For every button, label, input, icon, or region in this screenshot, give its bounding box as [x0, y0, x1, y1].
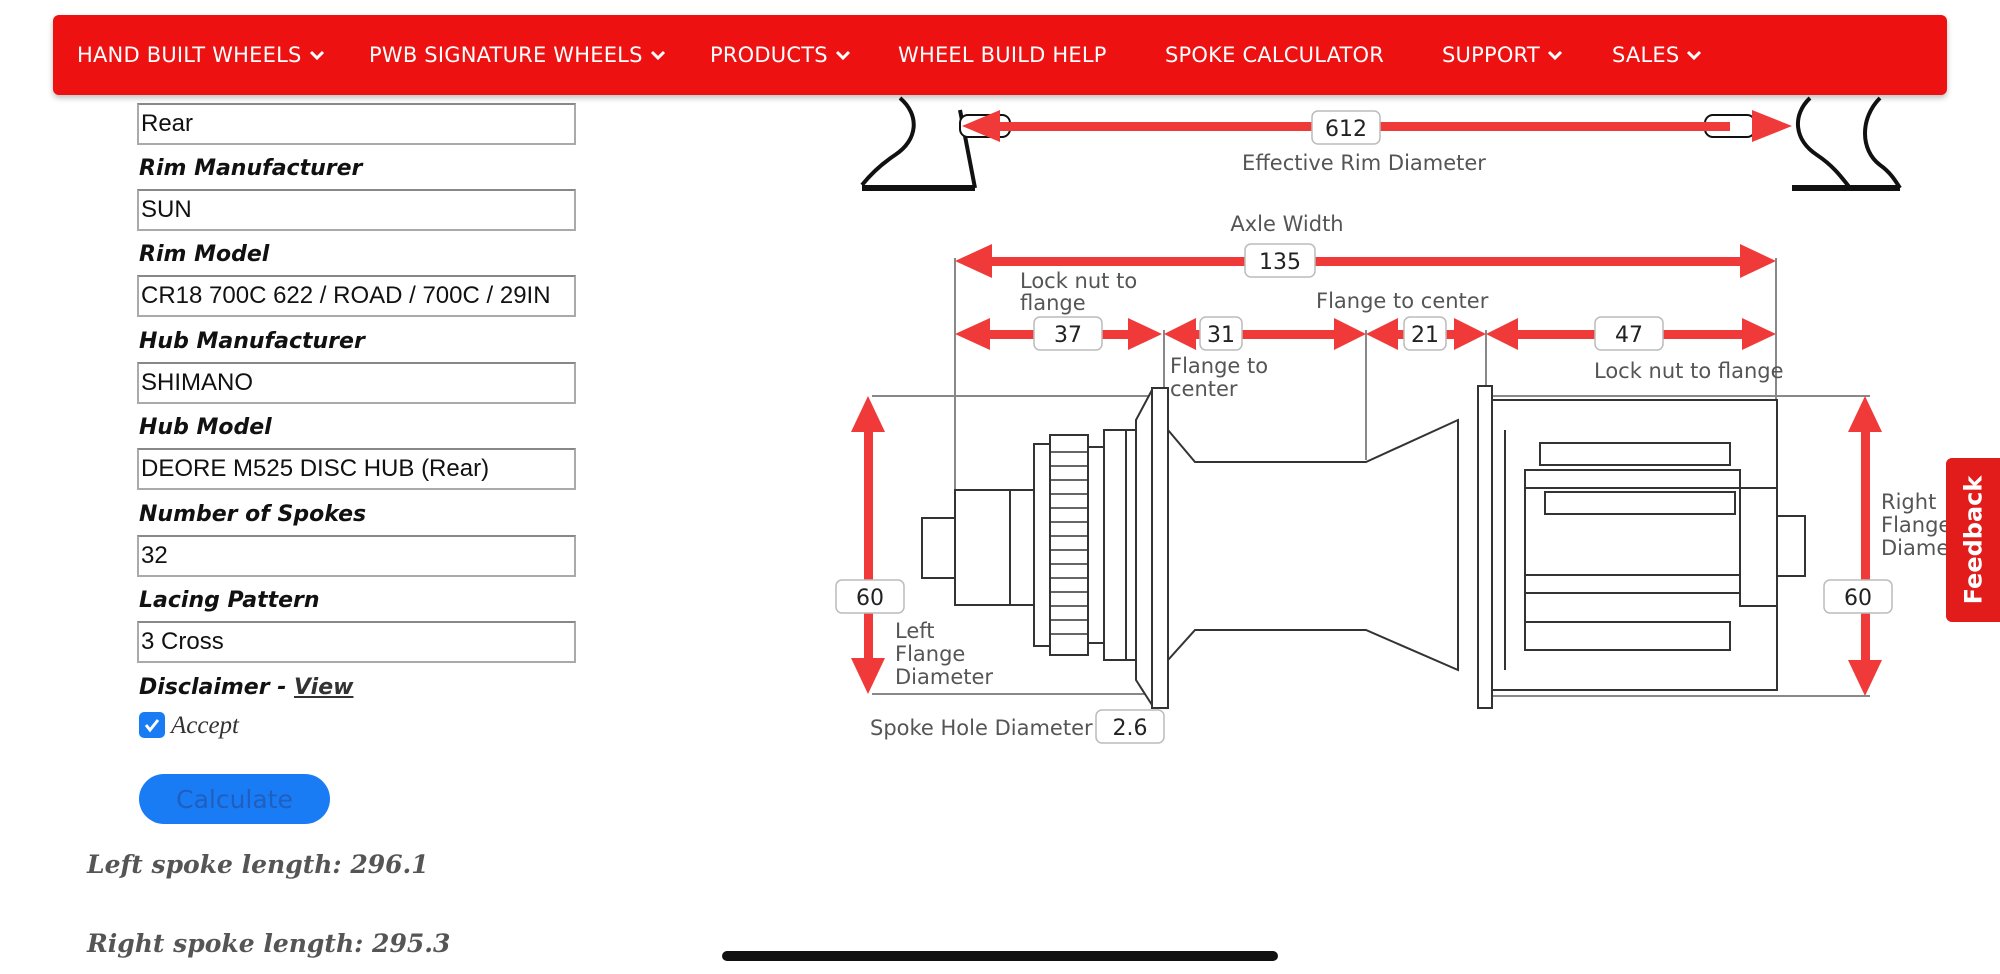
left-flange-diameter-label-line1: Left: [895, 619, 935, 643]
left-locknut-value: 37: [1054, 323, 1082, 348]
wheel-position-field[interactable]: Rear: [137, 103, 576, 145]
hub-model-field[interactable]: DEORE M525 DISC HUB (Rear): [137, 448, 576, 490]
dimension-row-arrows: [955, 318, 1776, 350]
guide-lines: [872, 258, 1870, 697]
disclaimer-label: Disclaimer - View: [139, 675, 353, 700]
spoke-hole-diameter-label: Spoke Hole Diameter: [870, 716, 1093, 740]
hub-manufacturer-label: Hub Manufacturer: [139, 329, 365, 354]
left-locknut-label-line1: Lock nut to: [1020, 269, 1137, 293]
feedback-label: Feedback: [1959, 475, 1987, 605]
accept-label: Accept: [171, 712, 240, 739]
nav-label: SALES: [1612, 43, 1680, 67]
nav-support[interactable]: SUPPORT: [1442, 15, 1564, 95]
axle-width-arrow: [955, 244, 1776, 278]
number-of-spokes-field[interactable]: 32: [137, 535, 576, 577]
right-locknut-value-box: [1594, 316, 1664, 351]
left-flange-center-label-line2: center: [1170, 377, 1238, 401]
feedback-tab[interactable]: Feedback: [1946, 458, 2000, 622]
left-flange-center-label-line1: Flange to: [1170, 354, 1268, 378]
right-flange-diameter-value: 60: [1844, 586, 1872, 611]
chevron-down-icon: [308, 46, 326, 64]
nav-pwb-signature-wheels[interactable]: PWB SIGNATURE WHEELS: [369, 15, 667, 95]
nav-label: WHEEL BUILD HELP: [898, 43, 1107, 67]
right-flange-center-label: Flange to center: [1316, 289, 1489, 313]
chevron-down-icon: [1546, 46, 1564, 64]
rim-model-label: Rim Model: [139, 242, 270, 267]
rim-manufacturer-label: Rim Manufacturer: [139, 156, 363, 181]
right-spoke-length: Right spoke length: 295.3: [87, 929, 451, 958]
nav-label: HAND BUILT WHEELS: [77, 43, 302, 67]
erd-value-box: [1311, 110, 1381, 145]
nav-wheel-build-help[interactable]: WHEEL BUILD HELP: [898, 15, 1107, 95]
home-indicator: [722, 951, 1278, 961]
chevron-down-icon: [649, 46, 667, 64]
hub-model-label: Hub Model: [139, 415, 272, 440]
lacing-pattern-field[interactable]: 3 Cross: [137, 621, 576, 663]
right-locknut-label: Lock nut to flange: [1594, 359, 1784, 383]
left-flange-diameter-label-line3: Diameter: [895, 665, 993, 689]
accept-checkbox[interactable]: [139, 712, 165, 738]
left-locknut-value-box: [1033, 316, 1103, 351]
rim-model-field[interactable]: CR18 700C 622 / ROAD / 700C / 29IN: [137, 275, 576, 317]
rim-section: [860, 96, 1902, 191]
erd-label: Effective Rim Diameter: [1242, 151, 1486, 175]
left-flange-center-value-box: [1199, 316, 1243, 351]
hub-body: [921, 385, 1806, 709]
disclaimer-text: Disclaimer -: [139, 675, 295, 700]
calculate-button[interactable]: Calculate: [139, 774, 330, 824]
nav-sales[interactable]: SALES: [1612, 15, 1703, 95]
main-nav: HAND BUILT WHEELS PWB SIGNATURE WHEELS P…: [53, 15, 1947, 95]
right-flange-center-value-box: [1403, 316, 1447, 351]
left-locknut-label-line2: flange: [1020, 291, 1086, 315]
erd-value: 612: [1325, 117, 1367, 142]
spoke-hole-diameter-value: 2.6: [1113, 716, 1148, 741]
right-flange-diameter-arrow: [1848, 396, 1882, 696]
nav-label: SPOKE CALCULATOR: [1165, 43, 1385, 67]
checkmark-icon: [144, 719, 160, 733]
nav-label: PWB SIGNATURE WHEELS: [369, 43, 643, 67]
left-spoke-length: Left spoke length: 296.1: [87, 850, 429, 879]
left-flange-diameter-arrow: [851, 396, 885, 694]
right-flange-diameter-label-line2: Flange: [1881, 513, 1951, 537]
nav-hand-built-wheels[interactable]: HAND BUILT WHEELS: [77, 15, 326, 95]
spoke-hole-diameter-value-box: [1095, 709, 1165, 744]
right-flange-diameter-value-box: [1823, 579, 1893, 614]
nav-products[interactable]: PRODUCTS: [710, 15, 852, 95]
axle-width-label: Axle Width: [1230, 212, 1343, 236]
axle-width-value-box: [1244, 243, 1316, 278]
nav-label: PRODUCTS: [710, 43, 828, 67]
rotor-splines: [1050, 451, 1088, 635]
number-of-spokes-label: Number of Spokes: [139, 502, 367, 527]
lacing-pattern-label: Lacing Pattern: [139, 588, 320, 613]
erd-arrow: [962, 110, 1792, 142]
hub-manufacturer-field[interactable]: SHIMANO: [137, 362, 576, 404]
left-flange-diameter-value-box: [835, 579, 905, 614]
disclaimer-view-link[interactable]: View: [294, 675, 354, 700]
right-flange-diameter-label-line1: Right: [1881, 490, 1936, 514]
right-locknut-value: 47: [1615, 323, 1643, 348]
right-flange-center-value: 21: [1411, 323, 1439, 348]
left-flange-center-value: 31: [1207, 323, 1235, 348]
nav-label: SUPPORT: [1442, 43, 1540, 67]
left-flange-diameter-label-line2: Flange: [895, 642, 965, 666]
chevron-down-icon: [1685, 46, 1703, 64]
rim-manufacturer-field[interactable]: SUN: [137, 189, 576, 231]
left-flange-diameter-value: 60: [856, 586, 884, 611]
chevron-down-icon: [834, 46, 852, 64]
freehub-splines: [1504, 430, 1741, 670]
axle-width-value: 135: [1259, 250, 1301, 275]
rim-nipples: [959, 114, 1756, 138]
nav-spoke-calculator[interactable]: SPOKE CALCULATOR: [1165, 15, 1384, 95]
